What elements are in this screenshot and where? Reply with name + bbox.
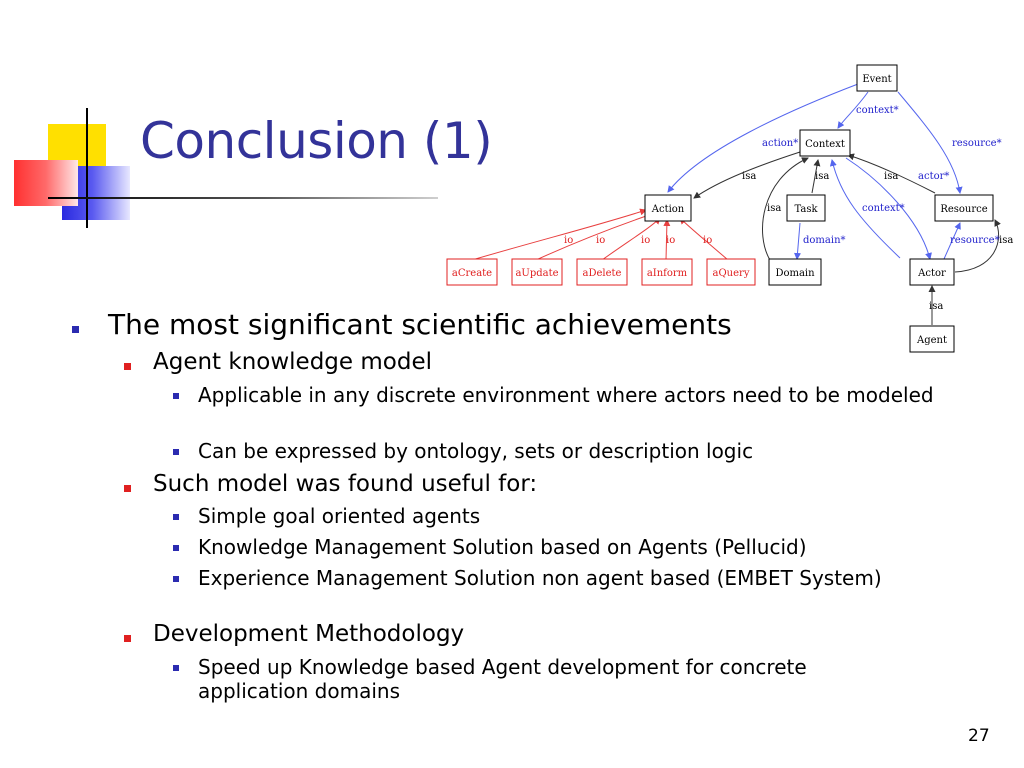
edge-actor-isa-resource bbox=[954, 219, 1001, 273]
node-adelete: aDelete bbox=[576, 258, 628, 286]
bullet-text: Agent knowledge model bbox=[153, 349, 432, 375]
edge-domain-isa-context bbox=[762, 157, 809, 261]
svg-text:aInform: aInform bbox=[647, 268, 688, 279]
bullet-square-icon bbox=[173, 514, 179, 520]
bullet-item-level3: Simple goal oriented agents bbox=[173, 504, 938, 528]
edge-event-action bbox=[667, 83, 859, 193]
bullet-square-icon bbox=[124, 635, 131, 642]
edge-label-isa: isa bbox=[767, 203, 781, 214]
node-action: Action bbox=[644, 194, 692, 222]
bullet-text: Experience Management Solution non agent… bbox=[198, 566, 882, 590]
edge-label-io: io bbox=[564, 235, 573, 246]
svg-text:aDelete: aDelete bbox=[583, 268, 622, 279]
bullet-item-level2: Such model was found useful for: bbox=[124, 471, 793, 497]
svg-text:Task: Task bbox=[794, 204, 818, 215]
node-agent: Agent bbox=[909, 325, 955, 353]
bullet-square-icon bbox=[124, 363, 131, 370]
bullet-item-level3: Experience Management Solution non agent… bbox=[173, 566, 898, 590]
edge-label-domain-star: domain* bbox=[803, 235, 846, 246]
bullet-item-level3: Knowledge Management Solution based on A… bbox=[173, 535, 938, 559]
svg-text:aQuery: aQuery bbox=[713, 268, 750, 279]
edge-acreate-action bbox=[471, 208, 647, 261]
node-actor: Actor bbox=[909, 258, 955, 286]
edge-aupdate-action bbox=[535, 212, 653, 261]
node-task: Task bbox=[786, 194, 826, 222]
bullet-text: Such model was found useful for: bbox=[153, 471, 538, 497]
agent-ontology-diagram: Event Context Action Task Resource Domai… bbox=[446, 64, 1013, 353]
bullet-item-level2: Development Methodology bbox=[124, 621, 793, 647]
bullet-square-icon bbox=[173, 393, 179, 399]
edge-label-resource-star: resource* bbox=[950, 235, 1000, 246]
bullet-item-level3: Speed up Knowledge based Agent developme… bbox=[173, 655, 898, 703]
svg-text:Context: Context bbox=[805, 139, 845, 150]
node-context: Context bbox=[799, 129, 851, 157]
edge-label-io: io bbox=[703, 235, 712, 246]
slide-title: Conclusion (1) bbox=[140, 112, 493, 170]
svg-text:Domain: Domain bbox=[775, 268, 815, 279]
bullet-square-icon bbox=[173, 545, 179, 551]
edge-resource-isa-context bbox=[847, 153, 936, 194]
bullet-item-level3: Applicable in any discrete environment w… bbox=[173, 383, 938, 407]
edge-context-actor bbox=[845, 157, 932, 260]
edge-label-isa: isa bbox=[815, 171, 829, 182]
edge-actor-resource bbox=[943, 222, 961, 260]
node-aquery: aQuery bbox=[706, 258, 756, 286]
bullet-item-level1: The most significant scientific achievem… bbox=[72, 308, 788, 341]
bullet-text: Knowledge Management Solution based on A… bbox=[198, 535, 807, 559]
edge-adelete-action bbox=[601, 217, 661, 261]
edge-label-actor-star: actor* bbox=[918, 171, 949, 182]
edge-label-io: io bbox=[641, 235, 650, 246]
edge-label-action-star: action* bbox=[762, 138, 798, 149]
bullet-text: Can be expressed by ontology, sets or de… bbox=[198, 439, 754, 463]
bullet-item-level2: Agent knowledge model bbox=[124, 349, 793, 375]
page-number: 27 bbox=[968, 726, 990, 746]
svg-text:Resource: Resource bbox=[940, 204, 987, 215]
edge-label-io: io bbox=[596, 235, 605, 246]
bullet-square-icon bbox=[173, 576, 179, 582]
edge-action-isa-context bbox=[693, 151, 801, 199]
edge-label-isa: isa bbox=[999, 235, 1013, 246]
bullet-text: Speed up Knowledge based Agent developme… bbox=[198, 655, 807, 703]
bullet-text: Applicable in any discrete environment w… bbox=[198, 383, 934, 407]
svg-text:Agent: Agent bbox=[916, 335, 947, 346]
bullet-square-icon bbox=[173, 665, 179, 671]
svg-text:Actor: Actor bbox=[917, 268, 946, 279]
bullet-text: The most significant scientific achievem… bbox=[108, 308, 732, 341]
node-resource: Resource bbox=[934, 194, 994, 222]
edge-label-isa: isa bbox=[742, 171, 756, 182]
edge-event-resource bbox=[897, 91, 963, 194]
edge-label-isa: isa bbox=[884, 171, 898, 182]
edge-event-context bbox=[837, 91, 869, 129]
edge-label-isa: isa bbox=[929, 301, 943, 312]
bullet-square-icon bbox=[173, 449, 179, 455]
node-event: Event bbox=[856, 64, 898, 92]
edge-label-context-star: context* bbox=[856, 105, 899, 116]
edge-label-io: io bbox=[666, 235, 675, 246]
svg-text:Event: Event bbox=[862, 74, 891, 85]
horizontal-rule-decoration bbox=[48, 197, 438, 199]
edge-actor-context bbox=[829, 159, 901, 259]
svg-text:aUpdate: aUpdate bbox=[515, 268, 558, 279]
node-acreate: aCreate bbox=[446, 258, 498, 286]
node-aupdate: aUpdate bbox=[511, 258, 563, 286]
edge-label-context-star: context* bbox=[862, 203, 905, 214]
bullet-square-icon bbox=[124, 485, 131, 492]
edge-ainform-action bbox=[663, 219, 671, 261]
bullet-text: Development Methodology bbox=[153, 621, 465, 647]
edge-task-domain bbox=[794, 222, 801, 260]
vertical-rule-decoration bbox=[86, 108, 88, 228]
bullet-square-icon bbox=[72, 326, 79, 333]
edge-task-isa-context bbox=[811, 159, 821, 194]
edge-label-resource-star: resource* bbox=[952, 138, 1002, 149]
node-ainform: aInform bbox=[641, 258, 693, 286]
svg-text:Action: Action bbox=[651, 204, 685, 215]
svg-text:aCreate: aCreate bbox=[452, 268, 492, 279]
bullet-item-level3: Can be expressed by ontology, sets or de… bbox=[173, 439, 938, 463]
node-domain: Domain bbox=[768, 258, 822, 286]
bullet-text: Simple goal oriented agents bbox=[198, 504, 481, 528]
